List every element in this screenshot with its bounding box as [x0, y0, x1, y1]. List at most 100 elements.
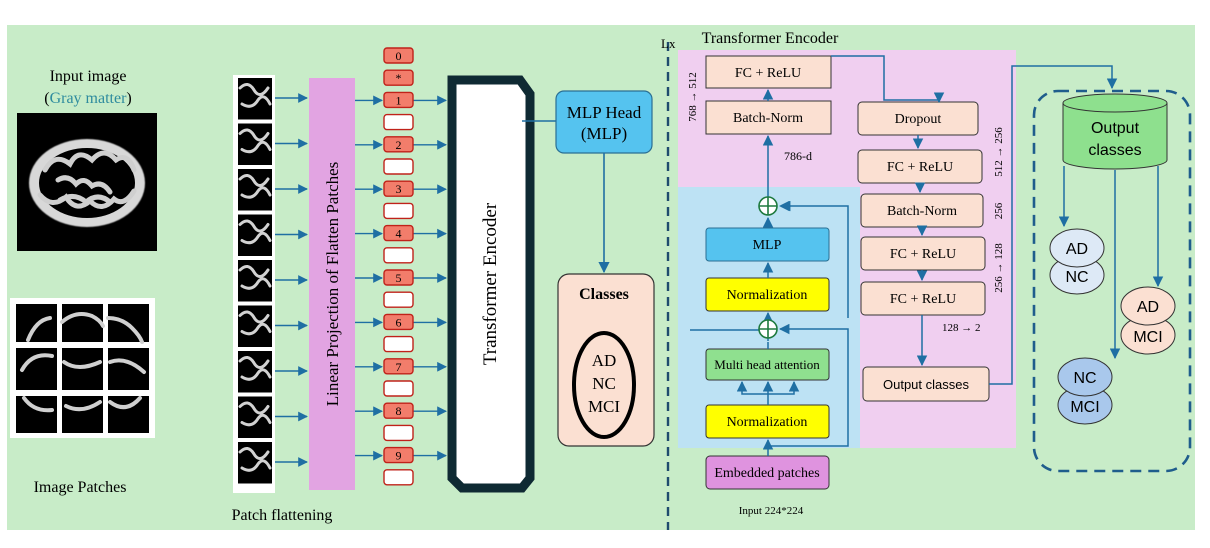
multi-head-attention-label: Multi head attention: [714, 357, 820, 372]
patch-texture: [238, 174, 272, 199]
token-box: [383, 91, 414, 109]
token-label: 7: [396, 360, 402, 374]
pair3-bottom: MCI: [1070, 399, 1099, 416]
fc-relu-top-label: FC + ReLU: [735, 66, 801, 81]
linear-projection-bar: [309, 78, 355, 490]
token-box: [383, 247, 414, 264]
dim-256-128: 256 → 128: [993, 243, 1005, 293]
input-image-title: Input image: [50, 68, 127, 85]
class-item-nc: NC: [592, 374, 616, 393]
fc-relu-top-box: [705, 55, 832, 89]
token-box: [383, 424, 414, 442]
token-label: 4: [396, 227, 402, 241]
normalization-lower-label: Normalization: [727, 415, 808, 430]
token-label: 9: [396, 449, 402, 463]
token-box: [383, 402, 414, 419]
output-classes-cylinder: [1062, 93, 1168, 170]
patch-texture: [238, 219, 272, 245]
output-classes-label: Output classes: [883, 377, 969, 392]
input-image-subtitle: (Gray matter): [44, 90, 132, 107]
image-patches-caption: Image Patches: [34, 479, 127, 496]
token-box: [383, 291, 414, 308]
encoder-detail-title: Transformer Encoder: [702, 30, 839, 47]
linear-projection-label: Linear Projection of Flatten Patches: [323, 162, 342, 407]
token-label: 2: [396, 138, 402, 152]
fc-relu-1-label: FC + ReLU: [887, 160, 953, 175]
token-box: [383, 313, 414, 331]
flattened-patches-column: [233, 75, 275, 493]
token-box: [383, 335, 414, 353]
token-label: 5: [396, 271, 402, 285]
token-box: [383, 202, 414, 220]
pair-ad-nc: [1049, 228, 1105, 295]
pair3-top: NC: [1073, 370, 1096, 387]
dropout-label: Dropout: [895, 112, 942, 127]
input-size-label: Input 224*224: [739, 505, 804, 517]
image-patches-grid: [10, 298, 155, 438]
cylinder-line1: Output: [1091, 120, 1140, 137]
classes-title: Classes: [579, 286, 629, 303]
patch-flattening-caption: Patch flattening: [232, 507, 333, 524]
token-box: [383, 158, 414, 175]
mlp-head-line2: (MLP): [581, 124, 627, 143]
pair1-top: AD: [1066, 241, 1088, 258]
transformer-encoder-block: [447, 75, 535, 493]
token-label: 0: [396, 49, 402, 63]
patch-texture: [238, 265, 272, 290]
add-circle-upper: [758, 196, 778, 216]
dim-786-d: 786-d: [784, 149, 812, 163]
token-label: 8: [396, 404, 402, 418]
patch-texture: [238, 128, 272, 154]
pair-nc-mci: [1057, 357, 1113, 425]
batch-norm-left-label: Batch-Norm: [733, 111, 803, 126]
output-panel-dashed: [1032, 89, 1192, 473]
dim-128-2: 128 → 2: [942, 322, 981, 334]
brain-mri-image: [17, 113, 157, 251]
patch-texture: [238, 83, 272, 108]
token-box: [383, 358, 414, 375]
pair1-bottom: NC: [1065, 269, 1088, 286]
left-column-arrows: [690, 88, 849, 456]
class-item-mci: MCI: [588, 397, 620, 416]
patch-texture: [238, 356, 272, 381]
lx-label: Lx: [661, 36, 676, 51]
patch-texture: [238, 447, 272, 472]
dim-256: 256: [993, 202, 1005, 219]
transformer-encoder-label: Transformer Encoder: [480, 202, 501, 365]
right-column-arrows: [831, 55, 1118, 385]
token-box: [383, 469, 414, 486]
class-item-ad: AD: [592, 351, 617, 370]
mlp-head-line1: MLP Head: [567, 103, 642, 122]
cylinder-line2: classes: [1088, 142, 1141, 159]
add-circle-lower: [758, 319, 778, 339]
classes-ellipse: [572, 331, 636, 439]
output-panel-arrows: [1058, 166, 1164, 360]
token-box: [383, 380, 414, 397]
residual-connection-upper: [778, 200, 849, 318]
mlp-label: MLP: [753, 238, 782, 253]
gray-matter-term: Gray matter: [50, 90, 128, 107]
token-box: [383, 136, 414, 153]
token-box: [383, 47, 414, 64]
pair2-bottom: MCI: [1133, 329, 1162, 346]
token-label: *: [396, 71, 402, 85]
normalization-upper-label: Normalization: [727, 288, 808, 303]
pair2-top: AD: [1137, 299, 1159, 316]
embedded-patches-label: Embedded patches: [714, 466, 819, 481]
fc-relu-3-label: FC + ReLU: [890, 292, 956, 307]
patch-texture: [238, 310, 272, 336]
pair-ad-mci: [1120, 286, 1176, 355]
batch-norm-left-box: [705, 100, 832, 135]
patch-arrows: [275, 93, 447, 467]
token-box: [383, 180, 414, 197]
token-label: 1: [396, 93, 402, 107]
token-box: [383, 69, 414, 86]
token-box: [383, 446, 414, 464]
fc-relu-2-label: FC + ReLU: [890, 247, 956, 262]
fc-relu-2-box: [860, 236, 986, 271]
token-box: [383, 269, 414, 286]
token-box: [383, 113, 414, 131]
token-label: 6: [396, 315, 402, 329]
